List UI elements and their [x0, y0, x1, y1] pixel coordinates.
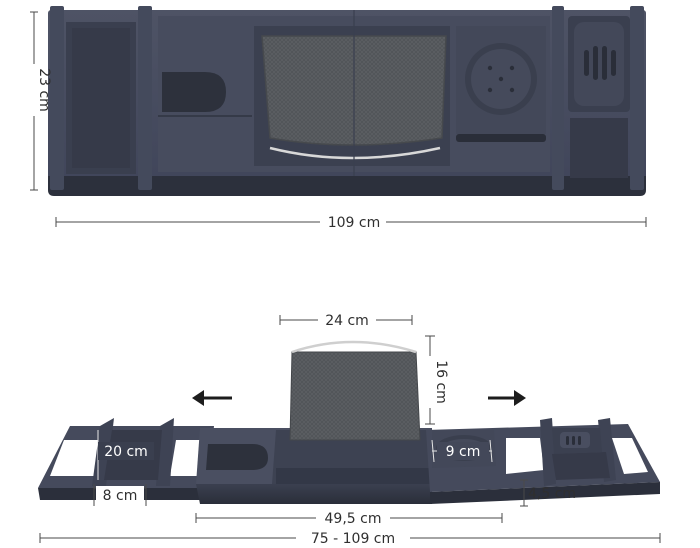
top-left-inner-rail: [138, 6, 152, 190]
dim-top-width: 109 cm: [55, 212, 647, 232]
book-wire-frame: [291, 340, 417, 354]
top-right-rail: [630, 6, 644, 190]
top-left-pad-inner: [72, 28, 130, 168]
tablet-slot: [206, 444, 268, 470]
label-side-tray-height: 20 cm: [104, 444, 148, 460]
caddy-top-view: [48, 6, 646, 196]
right-handle-cutout: [612, 438, 648, 474]
caddy-perspective-view: [38, 340, 660, 504]
dim-book-width: 24 cm: [279, 310, 413, 330]
top-tablet-slot: [162, 72, 226, 112]
dim-top-height: 23 cm: [26, 11, 52, 191]
left-handle-cutout: [50, 440, 108, 476]
dim-side-tray-height: 20 cm: [97, 430, 154, 480]
label-tray-depth: 4,5 cm: [528, 486, 576, 502]
top-right-pad: [570, 118, 628, 178]
label-extend-range: 75 - 109 cm: [311, 531, 395, 547]
top-glass-slot: [456, 134, 546, 142]
top-soap-dish: [574, 22, 624, 106]
label-phone-slot: 9 cm: [446, 444, 481, 460]
arrow-left-icon: [192, 390, 232, 406]
top-right-inner-rail: [552, 6, 564, 190]
dim-side-tray-width: 8 cm: [93, 484, 147, 506]
label-middle-width: 49,5 cm: [325, 511, 382, 527]
dim-tray-depth: 4,5 cm: [520, 479, 576, 507]
label-book-width: 24 cm: [325, 313, 369, 329]
top-left-rail: [50, 6, 64, 190]
right-felt-pad: [552, 452, 610, 480]
dim-book-height: 16 cm: [424, 335, 449, 425]
dim-middle-width: 49,5 cm: [195, 508, 503, 528]
top-book-wire: [269, 146, 441, 160]
cup-drain-holes: [487, 65, 515, 93]
label-top-height: 23 cm: [36, 68, 52, 112]
dim-phone-slot: 9 cm: [431, 439, 493, 463]
label-book-height: 16 cm: [433, 360, 449, 404]
arrow-right-icon: [488, 390, 526, 406]
mesh-book-rest: [289, 351, 421, 441]
dim-extend-range: 75 - 109 cm: [39, 529, 661, 548]
soap-drain-slots: [584, 46, 616, 80]
label-top-width: 109 cm: [328, 215, 381, 231]
label-side-tray-width: 8 cm: [103, 488, 138, 504]
top-caddy-bottom-edge: [48, 176, 646, 196]
